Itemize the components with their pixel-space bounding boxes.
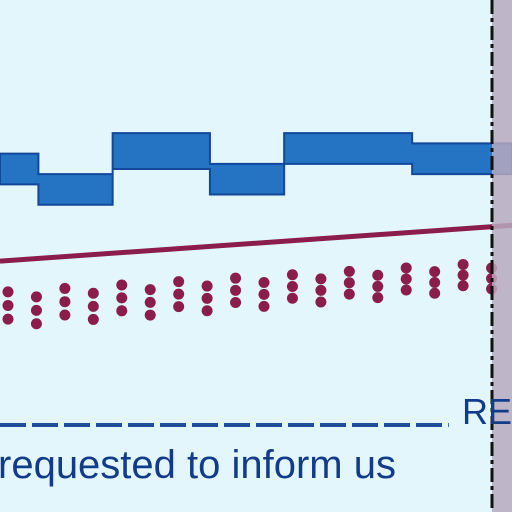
series-dot (315, 284, 327, 296)
series-dot (343, 288, 355, 300)
series-dot (343, 265, 355, 277)
series-dot (230, 296, 242, 308)
series-dot (59, 282, 71, 294)
legend-label: RE (462, 391, 512, 432)
series-dot (116, 305, 128, 317)
series-dot (201, 305, 213, 317)
series-dot (173, 288, 185, 300)
caption-text: requested to inform us (0, 443, 396, 487)
series-dot (457, 269, 469, 281)
series-dot (87, 300, 99, 312)
series-line-maroon (0, 222, 512, 264)
series-dot (144, 284, 156, 296)
series-dot (372, 292, 384, 304)
series-dot (400, 262, 412, 274)
plot-area (0, 132, 512, 427)
series-dot (258, 300, 270, 312)
series-dot (201, 280, 213, 292)
series-dot (173, 301, 185, 313)
series-dot (429, 266, 441, 278)
series-dot (457, 280, 469, 292)
series-dot (230, 272, 242, 284)
series-dot (87, 313, 99, 325)
series-dot (30, 318, 42, 330)
series-dot (429, 276, 441, 288)
series-dot (429, 287, 441, 299)
series-dot (400, 284, 412, 296)
series-dot (116, 279, 128, 291)
series-dot (258, 276, 270, 288)
series-dot (286, 281, 298, 293)
shaded-region (492, 0, 512, 512)
series-dot (2, 286, 14, 298)
series-dot (59, 296, 71, 308)
series-dot (144, 296, 156, 308)
series-dot (315, 296, 327, 308)
series-dot (2, 299, 14, 311)
series-dot (144, 309, 156, 321)
series-dot (173, 276, 185, 288)
series-dot (372, 269, 384, 281)
series-dot (2, 313, 14, 325)
series-dot (315, 273, 327, 285)
series-dot (457, 259, 469, 271)
series-dot (343, 277, 355, 289)
series-dot (400, 273, 412, 285)
series-dot (230, 284, 242, 296)
series-dot (30, 291, 42, 303)
series-dot (59, 309, 71, 321)
series-band-blue (0, 132, 512, 206)
series-dot (286, 269, 298, 281)
series-dot (258, 288, 270, 300)
series-dot (286, 292, 298, 304)
series-dot (116, 292, 128, 304)
series-dot (201, 292, 213, 304)
series-dot (87, 287, 99, 299)
series-dot (30, 304, 42, 316)
series-dot (372, 280, 384, 292)
